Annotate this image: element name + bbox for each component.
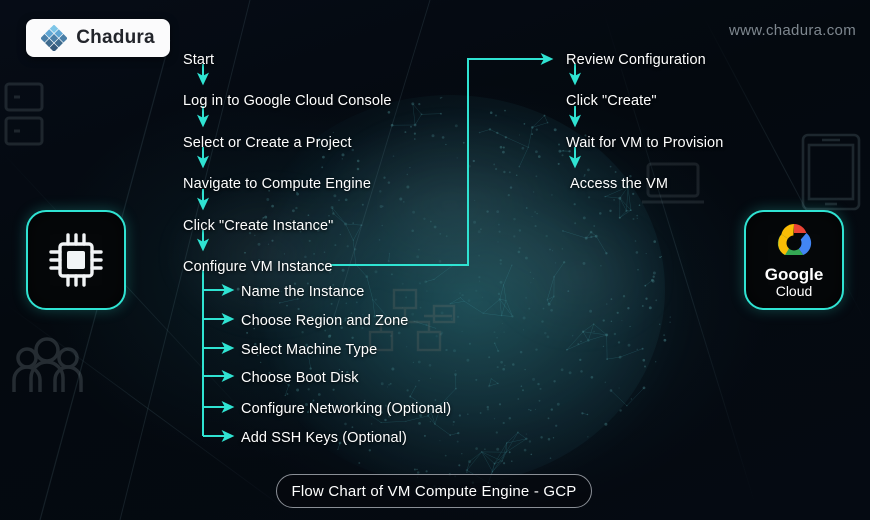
flow-subnode-networking[interactable]: Configure Networking (Optional) — [241, 401, 452, 417]
cpu-tile — [26, 210, 126, 310]
flow-node-navigate[interactable]: Navigate to Compute Engine — [183, 176, 371, 192]
flow-subnode-boot-disk[interactable]: Choose Boot Disk — [241, 370, 359, 386]
laptop-ghost-icon — [642, 162, 704, 204]
google-cloud-subtitle: Cloud — [775, 283, 813, 300]
flow-node-start[interactable]: Start — [183, 52, 215, 68]
users-ghost-icon — [12, 337, 83, 392]
watermark-url: www.chadura.com — [728, 22, 856, 39]
google-cloud-logo-icon — [777, 223, 812, 255]
google-cloud-tile: Google Cloud — [744, 210, 844, 310]
tablet-ghost-icon — [801, 133, 861, 211]
logo-text: Chadura — [76, 27, 155, 48]
flow-subnode-machine-type[interactable]: Select Machine Type — [241, 342, 378, 358]
flow-node-project[interactable]: Select or Create a Project — [183, 135, 352, 151]
diamond-squares-logo-icon — [41, 25, 68, 51]
flow-node-access-vm[interactable]: Access the VM — [570, 176, 668, 192]
flow-node-review-config[interactable]: Review Configuration — [566, 52, 706, 68]
chart-caption: Flow Chart of VM Compute Engine - GCP — [276, 474, 592, 508]
flow-subnode-name-instance[interactable]: Name the Instance — [241, 284, 365, 300]
flow-node-login[interactable]: Log in to Google Cloud Console — [183, 93, 392, 109]
flow-node-create-instance[interactable]: Click "Create Instance" — [183, 218, 334, 234]
flow-subnode-ssh-keys[interactable]: Add SSH Keys (Optional) — [241, 430, 407, 446]
flow-subnode-region-zone[interactable]: Choose Region and Zone — [241, 313, 409, 329]
network-nodes-ghost-icon — [368, 288, 456, 352]
flow-node-click-create[interactable]: Click "Create" — [566, 93, 657, 109]
cpu-chip-icon — [49, 233, 103, 287]
server-ghost-icon — [4, 82, 44, 146]
flow-node-wait-provision[interactable]: Wait for VM to Provision — [566, 135, 724, 151]
google-cloud-title: Google — [764, 264, 824, 284]
flow-node-configure-vm[interactable]: Configure VM Instance — [183, 259, 333, 275]
chadura-logo-pill[interactable]: Chadura — [26, 19, 170, 57]
